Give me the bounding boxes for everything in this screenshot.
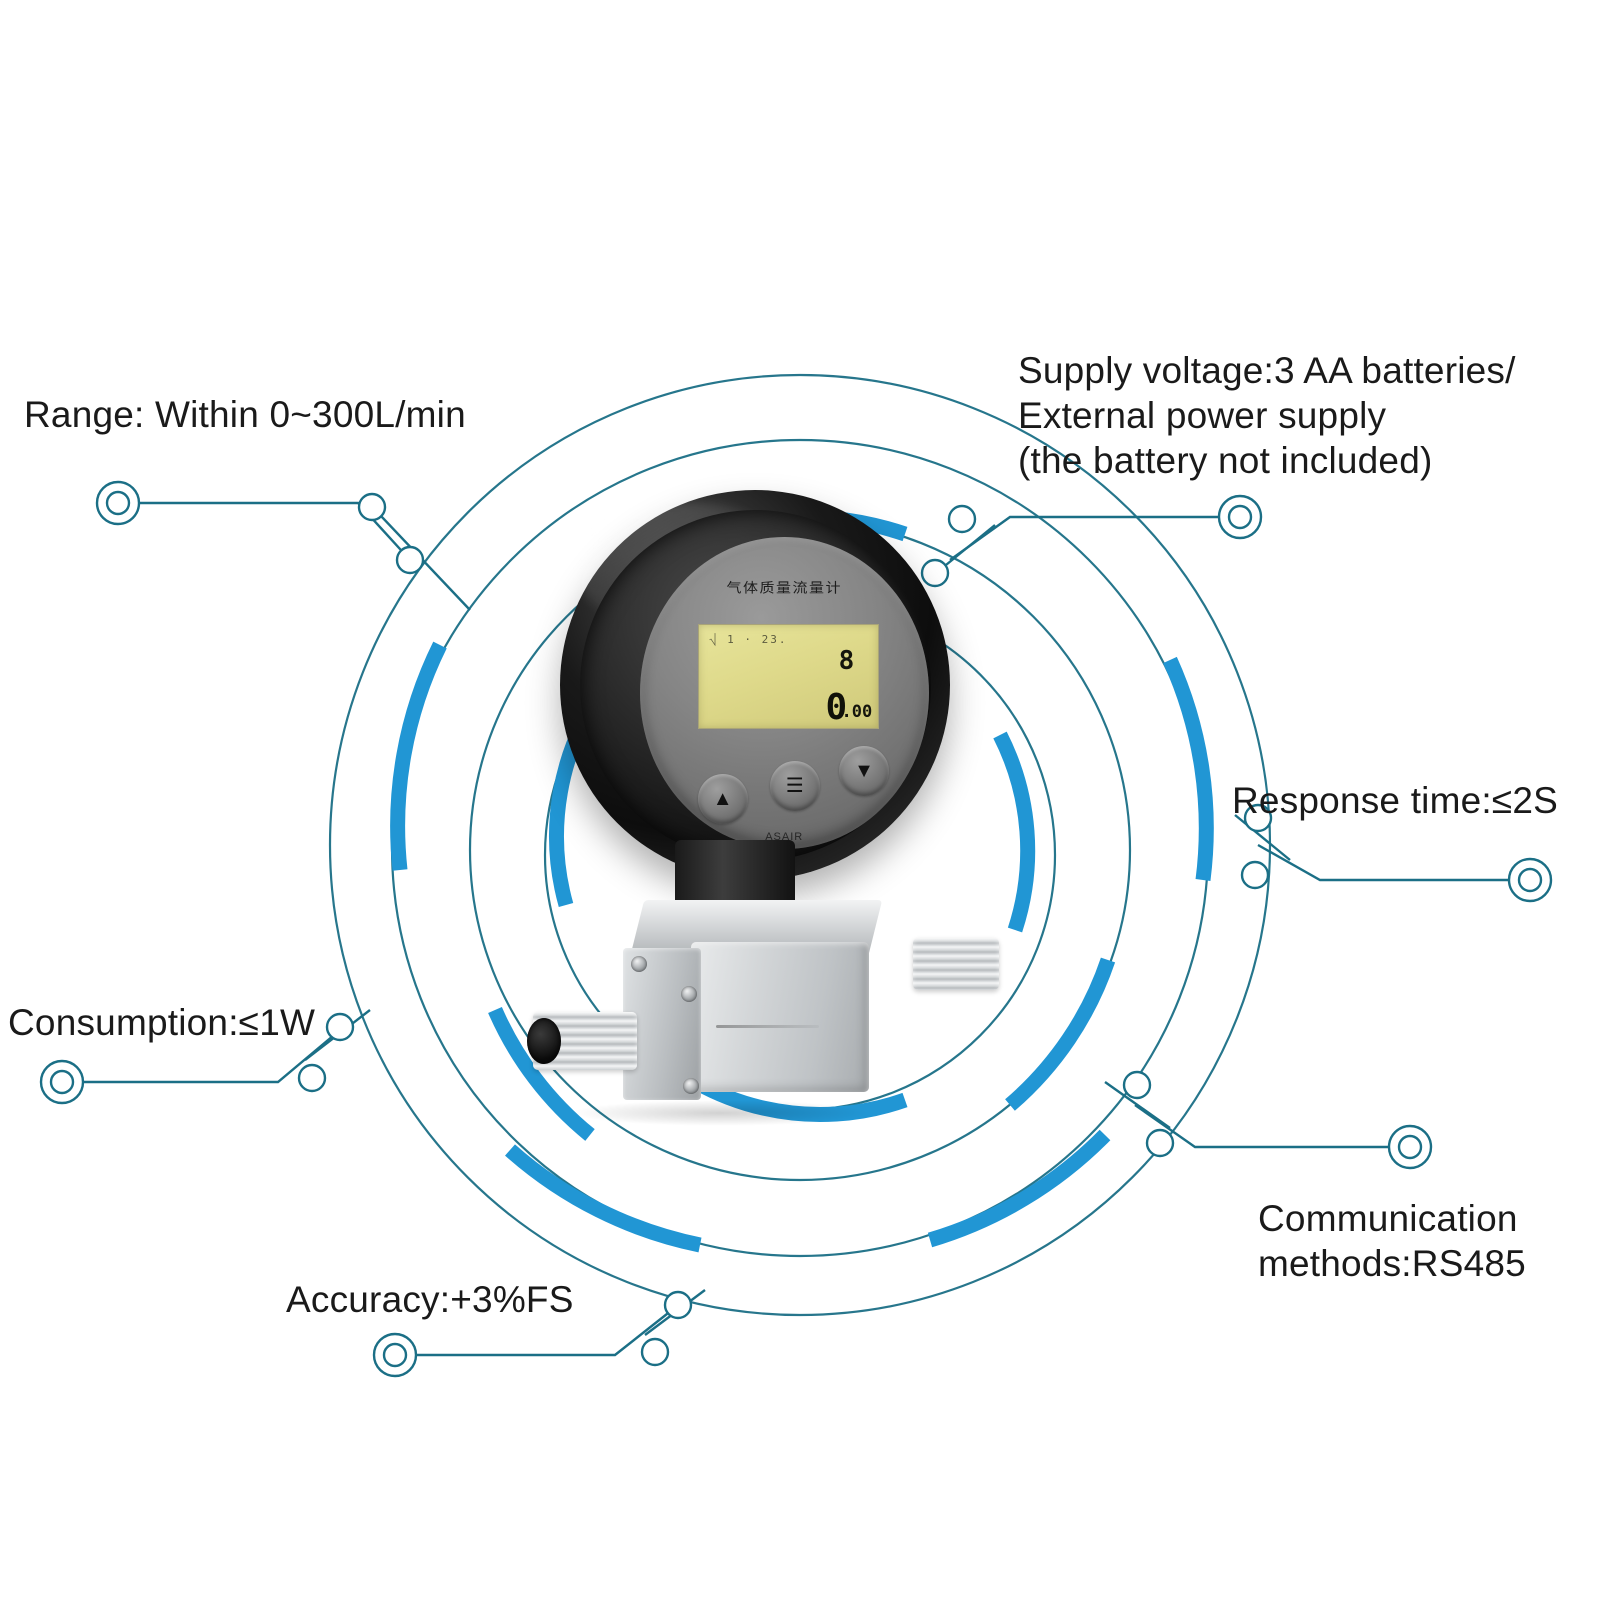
node-consumption-b [297,1063,327,1093]
node-accuracy-a [663,1290,693,1320]
arc-mid-bottomleft [488,1007,595,1141]
dial-face: 气体质量流量计 ⎷ 1 · 23. 8 0 .00 ▲ ☰ ▼ ASAIR [639,536,929,849]
leader-comm [1134,1104,1410,1149]
menu-button[interactable]: ☰ [769,761,820,812]
leader-consumption [62,1029,341,1084]
node-supply-b [920,558,950,588]
hex-screw [681,986,697,1002]
node-response-b [1240,860,1270,890]
endpoint-response-inner [1517,867,1543,893]
node-accuracy-b [640,1337,670,1367]
up-arrow-button[interactable]: ▲ [697,773,748,824]
leader-range [135,501,411,561]
endpoint-accuracy-inner [382,1342,408,1368]
leader-node-group [39,480,1553,1378]
arc-outer-bottom [505,1144,702,1253]
lcd-decimals: .00 [841,701,873,722]
valve-body [527,900,999,1115]
endpoint-supply-inner [1227,504,1253,530]
node-range-a [357,492,387,522]
arc-outer-bottomright [927,1129,1111,1248]
arc-outer-right [1163,656,1214,881]
node-supply-a [947,504,977,534]
lcd-digit-primary: 8 [838,645,855,676]
node-comm-b [1145,1128,1175,1158]
node-comm-a [1122,1070,1152,1100]
brand-logo: ASAIR [765,830,804,843]
down-arrow-button[interactable]: ▼ [839,745,890,796]
leader-line-group [62,501,1530,1357]
callout-consumption: Consumption:≤1W [8,1002,316,1043]
callout-accuracy: Accuracy:+3%FS [286,1279,574,1320]
arc-mid-bottomright [1005,957,1116,1111]
arc-inner-right [993,731,1036,933]
lcd-digit-secondary: 0 [825,686,848,728]
leader-response-branch [1234,814,1291,861]
lcd-display: ⎷ 1 · 23. 8 0 .00 [697,624,879,730]
endpoint-range-inner [105,490,131,516]
body-front-face [691,942,869,1092]
node-range-b [395,545,425,575]
callout-range: Range: Within 0~300L/min [24,394,466,435]
display-head: 气体质量流量计 ⎷ 1 · 23. 8 0 .00 ▲ ☰ ▼ ASAIR [560,490,950,880]
arc-outer-left [390,641,447,871]
hex-screw [631,956,647,972]
face-label-cn: 气体质量流量计 [726,580,842,597]
outlet-port [913,938,999,990]
drop-shadow [570,1100,870,1126]
node-response-a [1243,803,1273,833]
port-opening [527,1018,561,1064]
callout-supply: Supply voltage:3 AA batteries/ External … [1018,350,1516,482]
callout-response: Response time:≤2S [1232,780,1559,821]
node-consumption-a [325,1012,355,1042]
endpoint-comm-inner [1397,1134,1423,1160]
leader-accuracy [395,1309,673,1357]
hex-screw [683,1078,699,1094]
callout-communication: Communication methods:RS485 [1258,1198,1526,1285]
leader-response [1257,843,1530,882]
lcd-top-row: ⎷ 1 · 23. [709,633,788,647]
leader-range-branch [379,514,471,611]
product-flow-meter: 气体质量流量计 ⎷ 1 · 23. 8 0 .00 ▲ ☰ ▼ ASAIR [500,480,1120,1200]
endpoint-consumption-inner [49,1069,75,1095]
leader-comm-branch [1104,1081,1171,1129]
